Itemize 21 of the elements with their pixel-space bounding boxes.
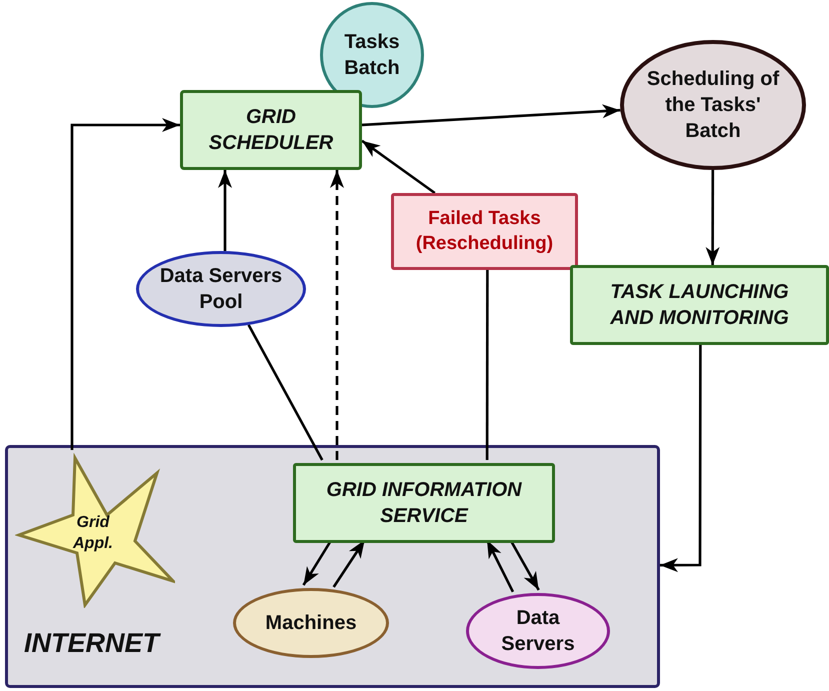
process-box: TASK LAUNCHING AND MONITORING xyxy=(570,265,829,345)
ellipse-node: Scheduling of the Tasks' Batch xyxy=(620,40,806,170)
arrow xyxy=(660,345,702,572)
connector-line xyxy=(247,324,324,461)
arrow xyxy=(706,170,720,265)
arrow xyxy=(330,170,344,460)
ellipse-node: Data Servers Pool xyxy=(136,251,306,327)
process-box: GRID INFORMATION SERVICE xyxy=(293,463,555,543)
arrow xyxy=(362,104,620,126)
arrow xyxy=(70,118,180,450)
region-title: INTERNET xyxy=(24,626,159,660)
arrow xyxy=(361,140,436,194)
star-shape: Grid Appl. xyxy=(15,453,175,608)
circle-node: Tasks Batch xyxy=(320,2,424,108)
ellipse-node: Data Servers xyxy=(466,593,610,669)
connector-line xyxy=(486,270,489,460)
process-box: GRID SCHEDULER xyxy=(180,90,362,170)
ellipse-node: Machines xyxy=(233,588,389,658)
region-box xyxy=(5,445,660,688)
process-box: Failed Tasks (Rescheduling) xyxy=(391,193,578,270)
arrow xyxy=(218,170,232,251)
